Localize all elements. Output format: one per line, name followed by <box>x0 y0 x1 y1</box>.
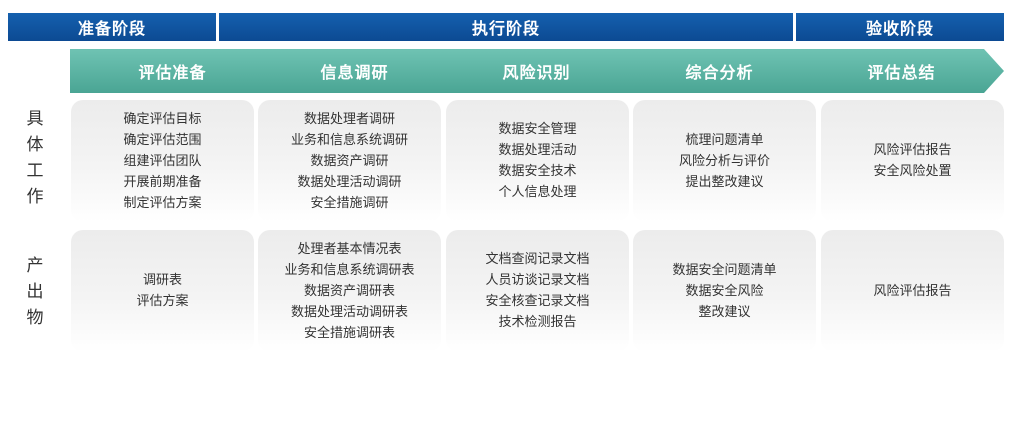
list-item: 业务和信息系统调研表 <box>284 262 415 278</box>
phase-execute-label: 执行阶段 <box>471 19 540 38</box>
output-box-5: 风险评估报告 <box>821 230 1004 352</box>
row-label-tasks: 具 体 工 作 <box>26 109 44 207</box>
list-item: 组建评估团队 <box>123 153 202 169</box>
list-item: 人员访谈记录文档 <box>485 273 590 288</box>
list-item: 个人信息处理 <box>498 185 577 200</box>
step-arrow-1: 评估准备 <box>70 49 275 93</box>
phase-prepare: 准备阶段 <box>8 13 216 41</box>
list-item: 技术检测报告 <box>498 315 577 330</box>
list-item: 风险评估报告 <box>873 143 952 158</box>
step-arrow-4: 综合分析 <box>617 49 822 93</box>
step-arrow-3: 风险识别 <box>434 49 639 93</box>
list-item: 整改建议 <box>698 304 751 320</box>
list-item: 制定评估方案 <box>123 195 202 211</box>
step-arrows: 评估准备 信息调研 风险识别 综合分析 评估总结 <box>70 49 1004 93</box>
list-item: 数据处理活动调研表 <box>290 304 408 320</box>
list-item: 确定评估范围 <box>123 132 202 148</box>
list-item: 文档查阅记录文档 <box>485 252 590 267</box>
step-label-2: 信息调研 <box>320 63 389 82</box>
list-item: 处理者基本情况表 <box>297 241 402 257</box>
list-item: 数据资产调研表 <box>303 283 395 299</box>
list-item: 确定评估目标 <box>123 111 202 127</box>
list-item: 数据安全问题清单 <box>672 262 777 278</box>
list-item: 数据处理者调研 <box>303 111 395 127</box>
task-box-4: 梳理问题清单风险分析与评价提出整改建议 <box>633 100 816 222</box>
task-box-3: 数据安全管理数据处理活动数据安全技术个人信息处理 <box>446 100 629 222</box>
output-box-4: 数据安全问题清单数据安全风险整改建议 <box>633 230 816 352</box>
list-item: 评估方案 <box>136 294 189 309</box>
task-box-1: 确定评估目标确定评估范围组建评估团队开展前期准备制定评估方案 <box>71 100 254 222</box>
row-label-outputs: 产 出 物 <box>26 256 44 328</box>
list-item: 风险分析与评价 <box>678 153 770 169</box>
phase-prepare-label: 准备阶段 <box>77 19 146 38</box>
step-label-4: 综合分析 <box>685 63 754 82</box>
list-item: 安全核查记录文档 <box>485 294 590 309</box>
step-arrow-5: 评估总结 <box>799 49 1004 93</box>
list-item: 梳理问题清单 <box>685 132 764 148</box>
list-item: 业务和信息系统调研 <box>290 132 408 148</box>
phase-accept-label: 验收阶段 <box>865 19 934 38</box>
list-item: 数据安全技术 <box>498 164 577 179</box>
step-label-1: 评估准备 <box>138 63 207 82</box>
list-item: 风险评估报告 <box>873 283 952 299</box>
list-item: 调研表 <box>142 273 182 288</box>
list-item: 数据处理活动调研 <box>297 174 402 190</box>
task-box-5: 风险评估报告安全风险处置 <box>821 100 1004 222</box>
step-label-3: 风险识别 <box>502 63 571 82</box>
list-item: 数据资产调研 <box>310 153 389 169</box>
list-item: 提出整改建议 <box>685 174 764 190</box>
phase-accept: 验收阶段 <box>796 13 1004 41</box>
list-item: 数据安全风险 <box>685 283 764 299</box>
output-box-1: 调研表评估方案 <box>71 230 254 352</box>
list-item: 安全措施调研表 <box>303 325 395 341</box>
list-item: 安全措施调研 <box>310 195 389 211</box>
list-item: 安全风险处置 <box>873 164 952 179</box>
phase-execute: 执行阶段 <box>219 13 793 41</box>
output-box-2: 处理者基本情况表业务和信息系统调研表数据资产调研表数据处理活动调研表安全措施调研… <box>258 230 441 352</box>
step-label-5: 评估总结 <box>867 63 936 82</box>
list-item: 开展前期准备 <box>123 174 202 190</box>
list-item: 数据安全管理 <box>498 122 577 137</box>
output-box-3: 文档查阅记录文档人员访谈记录文档安全核查记录文档技术检测报告 <box>446 230 629 352</box>
list-item: 数据处理活动 <box>498 143 577 158</box>
step-arrow-2: 信息调研 <box>252 49 457 93</box>
task-box-2: 数据处理者调研业务和信息系统调研数据资产调研数据处理活动调研安全措施调研 <box>258 100 441 222</box>
